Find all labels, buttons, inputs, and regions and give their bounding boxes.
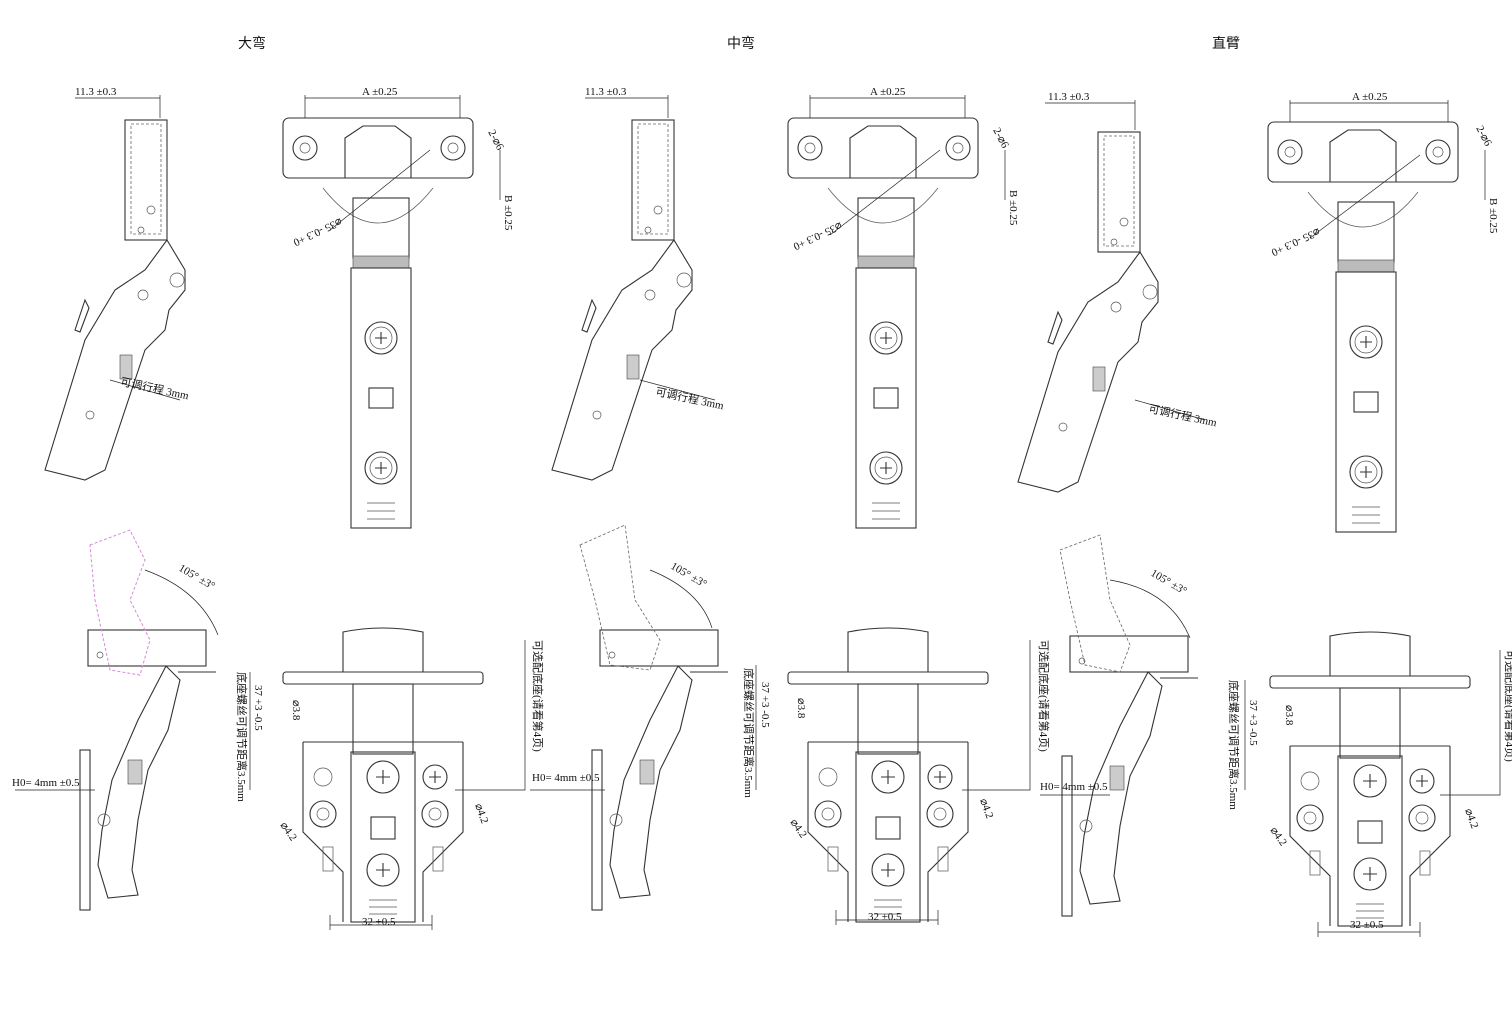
column-big-bend <box>15 95 526 930</box>
dim-a-1: A ±0.25 <box>362 86 398 98</box>
cup-35-2: ⌀35 -0.3 +0 <box>791 219 844 252</box>
travel-3: 可调行程 3mm <box>1147 402 1218 429</box>
dim-11-3-1: 11.3 ±0.3 <box>75 86 117 98</box>
title-straight: 直臂 <box>1212 35 1240 52</box>
dia-3-8-2: ⌀3.8 <box>795 698 807 719</box>
base-screw-2: 底座螺丝可调节距离3.5mm <box>742 668 756 798</box>
travel-2: 可调行程 3mm <box>654 385 725 412</box>
dim-37-1: 37 +3 -0.5 <box>252 685 264 731</box>
dim-a-3: A ±0.25 <box>1352 91 1388 103</box>
dim-32-2: 32 ±0.5 <box>868 911 902 923</box>
dia-4-2-right-2: ⌀4.2 <box>977 797 995 820</box>
dim-a-2: A ±0.25 <box>870 86 906 98</box>
angle-2: 105° ±3° <box>669 560 709 590</box>
dim-b-2: B ±0.25 <box>1007 190 1019 226</box>
hole-2x6-3: 2-⌀6 <box>1473 124 1494 149</box>
hole-2x6-1: 2-⌀6 <box>485 128 506 153</box>
dia-3-8-1: ⌀3.8 <box>290 700 302 721</box>
dia-4-2-right-1: ⌀4.2 <box>472 802 490 825</box>
front-view-top-3 <box>1267 121 1459 533</box>
side-view-top-1 <box>44 119 186 481</box>
dim-32-1: 32 ±0.5 <box>362 916 396 928</box>
dia-4-2-left-1: ⌀4.2 <box>278 820 300 844</box>
column-straight <box>1017 100 1501 937</box>
title-mid-bend: 中弯 <box>727 35 755 52</box>
side-view-top-2 <box>551 119 693 481</box>
angle-3: 105° ±3° <box>1149 567 1189 597</box>
front-view-top-2 <box>787 117 979 529</box>
dim-32-3: 32 ±0.5 <box>1350 919 1384 931</box>
open-door-outline <box>89 529 151 676</box>
base-screw-1: 底座螺丝可调节距离3.5mm <box>235 672 249 802</box>
dim-11-3-2: 11.3 ±0.3 <box>585 86 627 98</box>
column-mid-bend <box>530 95 1031 925</box>
front-view-bottom-3 <box>1269 631 1471 927</box>
side-view-bottom-2 <box>591 629 729 911</box>
optional-base-2: 可选配底座(请看第4页) <box>1037 640 1051 752</box>
open-door-outline-2 <box>579 524 661 671</box>
title-big-bend: 大弯 <box>238 35 266 52</box>
cup-35-1: ⌀35 -0.3 +0 <box>291 215 344 248</box>
dia-4-2-right-3: ⌀4.2 <box>1462 807 1480 830</box>
dim-11-3-3: 11.3 ±0.3 <box>1048 91 1090 103</box>
front-view-top-1 <box>282 117 474 529</box>
front-view-bottom-1 <box>282 627 484 923</box>
optional-base-3: 可选配底座(请看第4页) <box>1503 650 1512 762</box>
travel-1: 可调行程 3mm <box>119 375 190 402</box>
dia-4-2-left-3: ⌀4.2 <box>1268 825 1290 849</box>
dim-37-3: 37 +3 -0.5 <box>1247 700 1259 746</box>
base-screw-3: 底座螺丝可调节距离3.5mm <box>1227 680 1241 810</box>
open-door-outline-3 <box>1059 534 1131 673</box>
dim-b-3: B ±0.25 <box>1487 198 1499 234</box>
h0-3: H0= 4mm ±0.5 <box>1040 781 1108 793</box>
side-view-bottom-3 <box>1061 635 1199 917</box>
h0-2: H0= 4mm ±0.5 <box>532 772 600 784</box>
cup-35-3: ⌀35 -0.3 +0 <box>1269 225 1322 258</box>
dia-4-2-left-2: ⌀4.2 <box>788 817 810 841</box>
side-view-top-3 <box>1017 131 1159 493</box>
side-view-bottom-1 <box>79 629 217 911</box>
optional-base-1: 可选配底座(请看第4页) <box>531 640 545 752</box>
dia-3-8-3: ⌀3.8 <box>1283 705 1295 726</box>
dim-37-2: 37 +3 -0.5 <box>759 682 771 728</box>
dim-b-1: B ±0.25 <box>502 195 514 231</box>
h0-1: H0= 4mm ±0.5 <box>12 777 80 789</box>
angle-1: 105° ±3° <box>177 562 217 592</box>
front-view-bottom-2 <box>787 627 989 923</box>
hole-2x6-2: 2-⌀6 <box>990 126 1011 151</box>
